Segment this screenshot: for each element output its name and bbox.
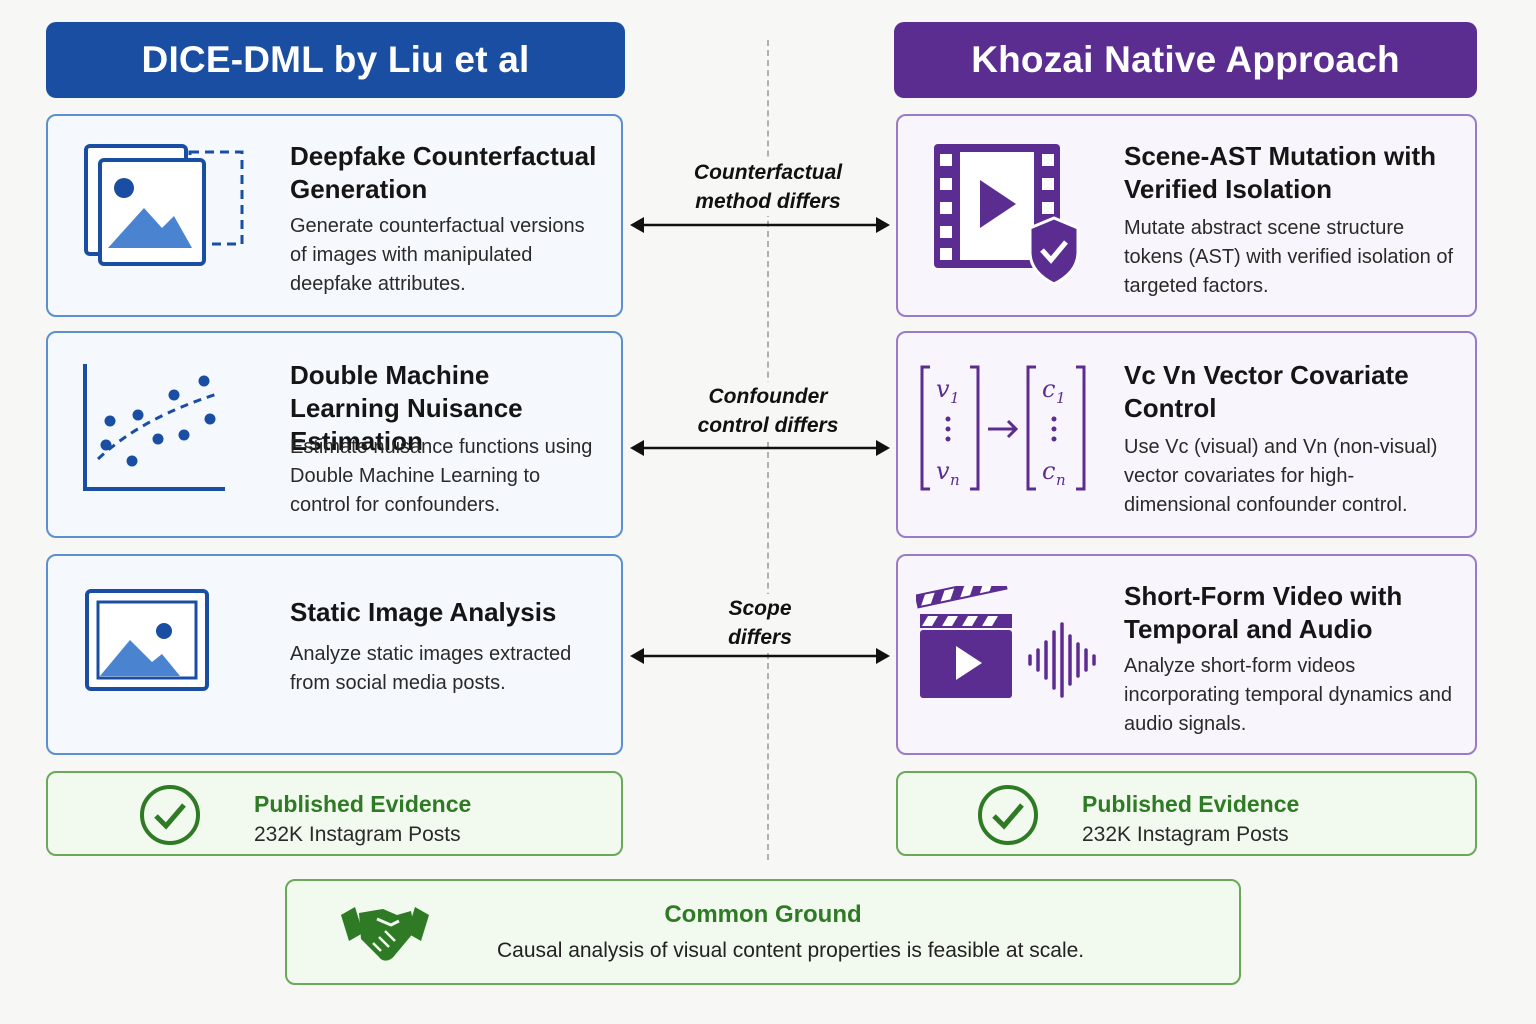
evidence-subtitle: 232K Instagram Posts	[1082, 823, 1289, 846]
card-title: Deepfake Counterfactual Generation	[290, 141, 597, 204]
card-title: Vc Vn Vector Covariate Control	[1124, 360, 1409, 423]
left-evidence-box: Published Evidence 232K Instagram Posts	[46, 771, 623, 856]
evidence-subtitle: 232K Instagram Posts	[254, 823, 461, 846]
center-divider	[767, 40, 769, 860]
handshake-icon	[341, 907, 429, 961]
double-arrow-3	[630, 648, 890, 664]
card-desc: Analyze short-form videos incorporating …	[1124, 655, 1452, 735]
vector-v1-symbol: v	[936, 375, 950, 403]
card-static-image: Static Image Analysis Analyze static ima…	[46, 554, 623, 755]
evidence-title: Published Evidence	[1082, 791, 1300, 817]
vector-mapping-icon: v 1 v n c 1 c n	[920, 365, 1086, 491]
diff-label-scope: Scope differs	[718, 594, 802, 652]
image-stack-icon	[84, 144, 244, 266]
check-circle-icon	[140, 785, 200, 845]
vector-c1-subscript: 1	[1056, 389, 1066, 407]
card-deepfake-counterfactual: Deepfake Counterfactual Generation Gener…	[46, 114, 623, 317]
scatter-plot-icon	[83, 364, 225, 491]
common-ground-desc: Causal analysis of visual content proper…	[497, 939, 1085, 962]
card-short-form-video: Short-Form Video with Temporal and Audio…	[896, 554, 1477, 755]
card-title: Short-Form Video with Temporal and Audio	[1124, 581, 1403, 644]
vector-c1-symbol: c	[1042, 375, 1055, 403]
common-ground-title: Common Ground	[664, 901, 862, 928]
double-arrow-1	[630, 217, 890, 233]
card-desc: Mutate abstract scene structure tokens (…	[1124, 217, 1454, 297]
double-arrow-2	[630, 440, 890, 456]
video-shield-icon	[934, 144, 1080, 286]
right-header: Khozai Native Approach	[894, 22, 1477, 98]
card-title: Double Machine Learning Nuisance Estimat…	[290, 360, 523, 456]
card-scene-ast: Scene-AST Mutation with Verified Isolati…	[896, 114, 1477, 317]
diff-label-counterfactual: Counterfactual method differs	[686, 158, 850, 216]
card-desc: Use Vc (visual) and Vn (non-visual) vect…	[1124, 436, 1438, 516]
evidence-title: Published Evidence	[254, 791, 472, 817]
right-evidence-box: Published Evidence 232K Instagram Posts	[896, 771, 1477, 856]
common-ground-box: Common Ground Causal analysis of visual …	[285, 879, 1241, 985]
clapperboard-audio-icon	[916, 586, 1096, 698]
card-desc: Generate counterfactual versions of imag…	[290, 215, 585, 295]
vector-vn-symbol: v	[936, 457, 950, 485]
card-desc: Analyze static images extracted from soc…	[290, 643, 572, 694]
image-icon	[85, 589, 209, 691]
vector-vn-subscript: n	[950, 471, 960, 489]
card-title: Scene-AST Mutation with Verified Isolati…	[1124, 141, 1436, 204]
check-circle-icon	[978, 785, 1038, 845]
diff-label-confounder: Confounder control differs	[686, 382, 850, 440]
left-header: DICE-DML by Liu et al	[46, 22, 625, 98]
card-double-ml: Double Machine Learning Nuisance Estimat…	[46, 331, 623, 538]
card-title: Static Image Analysis	[290, 597, 557, 627]
vector-cn-symbol: c	[1042, 457, 1055, 485]
card-vector-covariate: v 1 v n c 1 c n Vc Vn Vector Covariate C…	[896, 331, 1477, 538]
vector-cn-subscript: n	[1056, 471, 1066, 489]
card-desc: Estimate nuisance functions using Double…	[290, 436, 593, 516]
vector-v1-subscript: 1	[950, 389, 960, 407]
